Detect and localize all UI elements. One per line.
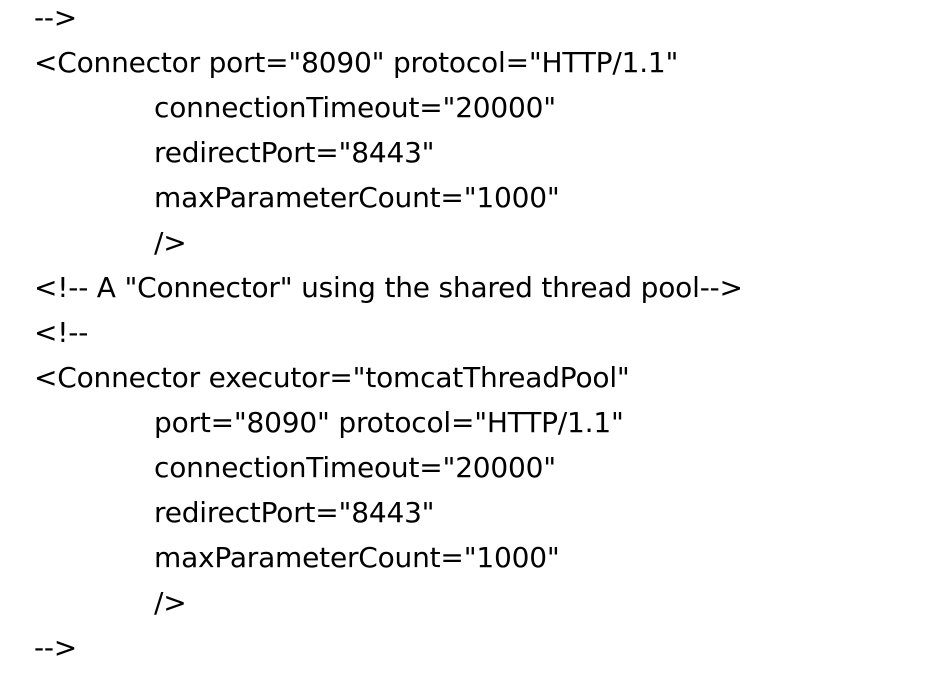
code-line: <Connector executor="tomcatThreadPool": [34, 361, 630, 394]
code-line: />: [154, 586, 187, 619]
code-line: <!--: [34, 316, 89, 349]
code-line: />: [154, 226, 187, 259]
code-line: maxParameterCount="1000": [154, 541, 560, 574]
code-line: redirectPort="8443": [154, 496, 435, 529]
code-line: maxParameterCount="1000": [154, 181, 560, 214]
code-line: connectionTimeout="20000": [154, 91, 556, 124]
code-line: connectionTimeout="20000": [154, 451, 556, 484]
code-line: -->: [34, 1, 78, 34]
code-line: <!-- A "Connector" using the shared thre…: [34, 271, 743, 304]
code-line: port="8090" protocol="HTTP/1.1": [154, 406, 624, 439]
code-line: redirectPort="8443": [154, 136, 435, 169]
code-line: <Connector port="8090" protocol="HTTP/1.…: [34, 46, 679, 79]
code-line: -->: [34, 631, 78, 664]
